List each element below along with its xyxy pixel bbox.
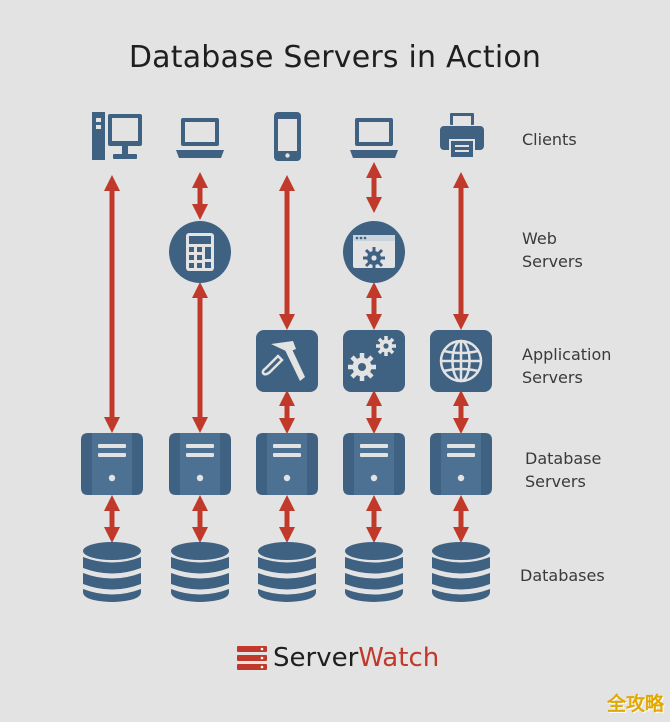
serverwatch-logo: ServerWatch xyxy=(237,640,439,676)
laptop-icon xyxy=(350,118,398,158)
server-icon xyxy=(430,433,492,495)
calculator-icon xyxy=(169,221,231,283)
label-web-servers-line2: Servers xyxy=(522,252,583,271)
label-application-servers-line2: Servers xyxy=(522,368,583,387)
label-databases-text: Databases xyxy=(520,566,605,585)
phone-icon xyxy=(274,112,301,161)
label-database-servers-line1: Database xyxy=(525,449,602,468)
diagram-title: Database Servers in Action xyxy=(128,40,542,75)
label-clients-text: Clients xyxy=(522,130,577,149)
gears-icon xyxy=(343,330,405,392)
label-web-servers-line1: Web xyxy=(522,229,557,248)
printer-icon xyxy=(440,113,484,159)
connection-arrows xyxy=(103,161,470,544)
watermark-text: 全攻略 xyxy=(606,693,664,715)
browser-settings-icon xyxy=(343,221,405,283)
brand-name-watch: Watch xyxy=(358,643,440,673)
globe-icon xyxy=(430,330,492,392)
label-databases: Databases xyxy=(520,564,605,587)
database-icon xyxy=(171,542,229,602)
desktop-icon xyxy=(92,112,142,160)
server-stack-icon xyxy=(237,646,267,670)
database-icon xyxy=(345,542,403,602)
label-application-servers-line1: Application xyxy=(522,345,612,364)
label-application-servers: Application Servers xyxy=(522,343,611,389)
database-icon xyxy=(432,542,490,602)
label-database-servers-line2: Servers xyxy=(525,472,586,491)
database-icon xyxy=(258,542,316,602)
laptop-icon xyxy=(176,118,224,158)
brand-name: ServerWatch xyxy=(273,643,439,673)
server-icon xyxy=(169,433,231,495)
label-database-servers: Database Servers xyxy=(525,447,601,493)
database-icon xyxy=(83,542,141,602)
label-clients: Clients xyxy=(522,128,577,151)
label-web-servers: Web Servers xyxy=(522,227,583,273)
server-icon xyxy=(81,433,143,495)
hammer-icon xyxy=(256,330,318,392)
server-icon xyxy=(256,433,318,495)
brand-name-server: Server xyxy=(273,643,359,673)
server-icon xyxy=(343,433,405,495)
